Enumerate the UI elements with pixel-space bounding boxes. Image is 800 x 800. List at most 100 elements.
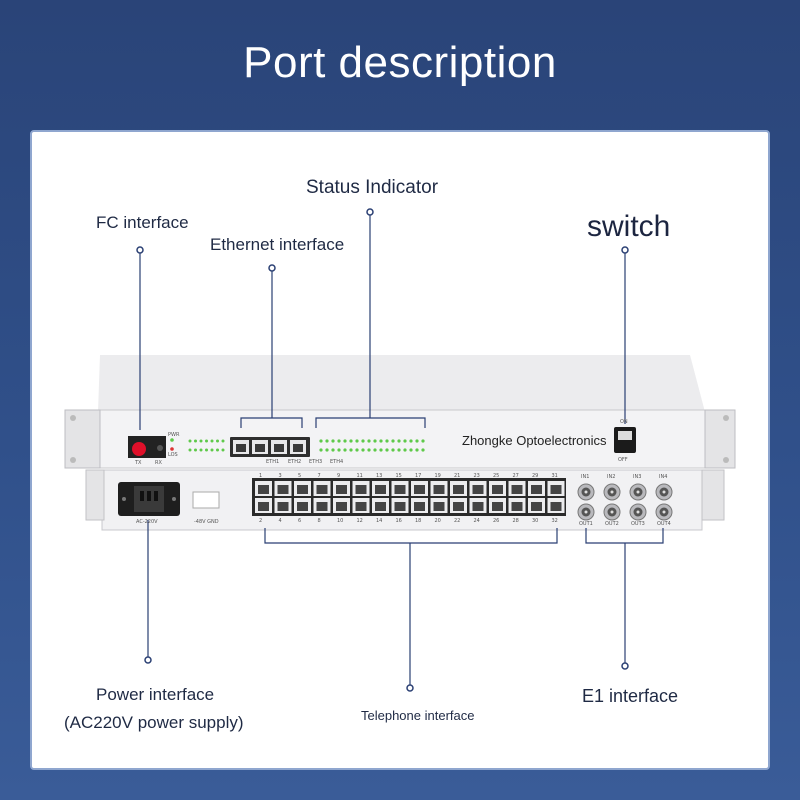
ethernet-ports [233,440,306,454]
status-led [325,448,329,452]
status-led [343,448,347,452]
switch-on-label: ON [620,419,628,425]
status-led [373,439,377,443]
port-number: 28 [512,518,519,524]
port-number: 30 [532,518,539,524]
telephone-port-slot [433,502,445,511]
e1-in-label: IN3 [633,474,642,480]
telephone-port-slot [550,485,562,494]
port-number: 9 [337,473,341,479]
eth3-label: ETH3 [309,459,323,465]
port-number: 8 [317,518,321,524]
eth4-label: ETH4 [330,459,344,465]
indicator-led [221,439,225,443]
port-number: 3 [278,473,282,479]
power-supply-label: (AC220V power supply) [64,713,244,732]
fc-rx-hole [157,445,163,451]
status-led [397,448,401,452]
telephone-port-slot [375,485,386,494]
power-interface-label: Power interface [96,685,215,704]
status-led [325,439,329,443]
status-led [409,439,413,443]
bnc-connector-pin [584,510,588,514]
fc-port[interactable] [132,442,146,456]
indicator-led [210,439,214,443]
status-led [391,439,395,443]
port-number: 14 [376,518,383,524]
port-number: 4 [278,518,282,524]
led-grid-left [188,439,225,452]
telephone-ports [255,481,565,513]
switch-off-label: OFF [618,457,628,463]
e1-in-label: IN4 [659,474,668,480]
telephone-port-slot [531,485,542,494]
telephone-port-slot [414,485,425,494]
pin [154,491,158,501]
port-number: 19 [434,473,441,479]
bnc-connector-pin [636,510,640,514]
telephone-port-slot [492,485,503,494]
indicator-led [188,448,192,452]
pin [140,491,144,501]
telephone-port-slot [433,485,445,494]
status-led [421,448,425,452]
port-number: 11 [356,473,363,479]
status-led [391,448,395,452]
indicator-led [188,439,192,443]
telephone-port-slot [316,485,328,494]
port-number: 27 [512,473,519,479]
eth1-label: ETH1 [266,459,280,465]
fc-interface-label: FC interface [96,213,189,232]
port-number: 5 [298,473,302,479]
port-number: 12 [356,518,363,524]
indicator-led [210,448,214,452]
status-callout-dot [366,208,374,216]
upper-top-face [98,355,705,412]
status-led [385,448,389,452]
status-led [367,439,371,443]
telephone-callout-dot [406,684,414,692]
port-number: 24 [473,518,480,524]
telephone-port-slot [277,502,289,511]
screw [172,497,176,501]
port-number: 13 [376,473,383,479]
bnc-connector-pin [662,490,666,494]
telephone-port-slot [375,502,386,511]
dc-terminal[interactable] [192,491,220,509]
pwr-label: PWR [168,432,180,438]
telephone-port-slot [297,502,308,511]
status-led [343,439,347,443]
port-number: 10 [337,518,344,524]
status-led [319,439,323,443]
ethernet-port-slot [293,444,303,452]
telephone-port-slot [297,485,308,494]
indicator-led [205,439,208,443]
status-led [367,448,371,452]
telephone-port-slot [453,485,464,494]
bnc-connector-pin [636,490,640,494]
telephone-port-slot [355,485,367,494]
status-led [355,448,359,452]
los-label: LOS [168,452,178,458]
indicator-led [216,448,219,452]
rx-label: RX [155,460,162,466]
bnc-connector-pin [662,510,666,514]
fc-callout-dot [136,246,144,254]
ethernet-port-slot [255,444,265,452]
switch-rocker [618,431,632,440]
status-led [379,439,383,443]
status-led [385,439,389,443]
telephone-port-slot [472,502,484,511]
telephone-interface-label: Telephone interface [361,708,475,723]
screw-hole [723,415,729,421]
pwr-led [170,438,174,442]
status-led [349,439,353,443]
telephone-port-slot [336,485,347,494]
los-led [170,447,174,451]
telephone-bracket [264,528,558,544]
dc-label: -48V GND [194,519,219,525]
eth2-label: ETH2 [288,459,302,465]
status-led [415,439,419,443]
status-led-grid [319,439,425,452]
status-led [403,448,407,452]
